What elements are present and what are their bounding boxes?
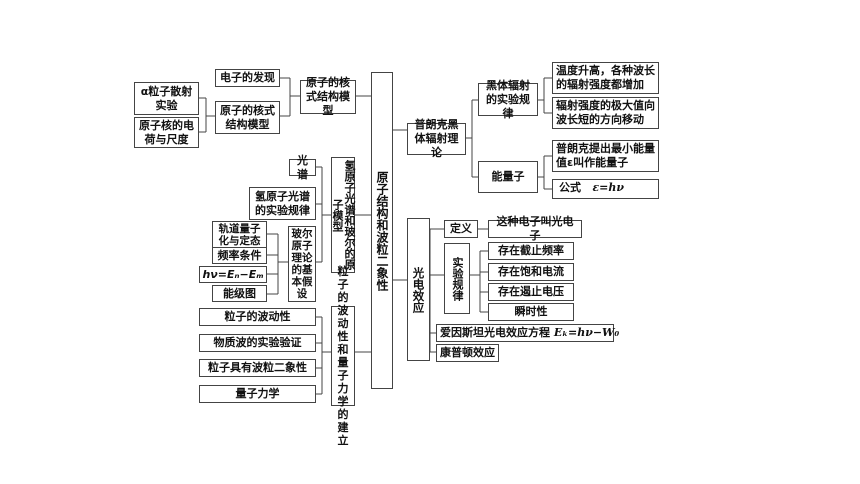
node-einstein-equation: 爱因斯坦光电效应方程 Eₖ=hν−W₀	[436, 324, 619, 342]
node-nuclear-model: 原子的核式结构模型	[215, 101, 280, 134]
node-orbit-quantization: 轨道量子化与定态	[212, 221, 267, 248]
node-duality: 粒子具有波粒二象性	[199, 359, 316, 377]
node-bohr-formula: hν=Eₙ−Eₘ	[199, 266, 267, 283]
node-frequency-condition: 频率条件	[212, 247, 267, 264]
node-saturation-current: 存在饱和电流	[488, 263, 574, 281]
node-instant: 瞬时性	[488, 303, 574, 321]
node-alpha-scattering: α粒子散射实验	[134, 82, 199, 115]
node-atom-structure: 原子的核式结构模型	[300, 76, 356, 117]
node-photoelectron: 这种电子叫光电子	[488, 215, 582, 242]
node-cutoff-freq: 存在截止频率	[488, 242, 574, 260]
node-planck-theory: 普朗克黑体辐射理论	[407, 118, 466, 159]
node-quantum: 能量子	[478, 161, 538, 193]
node-wave-particle-group: 粒子的波动性和量子力学的建立	[331, 265, 355, 447]
node-quantum-mechanics: 量子力学	[199, 385, 316, 403]
node-planck-proposal: 普朗克提出最小能量值ε叫作能量子	[552, 140, 659, 172]
center-title: 原子结构和波粒二象性	[371, 72, 393, 389]
node-compton: 康普顿效应	[436, 344, 499, 362]
node-bohr-hypothesis: 玻尔原子理论的基本假设	[288, 226, 316, 302]
node-formula: 公式 ε=hν	[552, 179, 659, 199]
node-temp-rise: 温度升高，各种波长的辐射强度都增加	[552, 62, 659, 94]
node-spectrum: 光谱	[289, 154, 316, 181]
node-photoelectric: 光电效应	[407, 218, 430, 361]
node-max-shift: 辐射强度的极大值向波长短的方向移动	[552, 97, 659, 129]
node-matter-wave: 物质波的实验验证	[199, 334, 316, 352]
node-nucleus-size: 原子核的电荷与尺度	[134, 117, 199, 148]
node-particle-wave: 粒子的波动性	[199, 308, 316, 326]
node-stopping-voltage: 存在遏止电压	[488, 283, 574, 301]
node-definition: 定义	[444, 220, 478, 238]
node-energy-level: 能级图	[212, 285, 267, 302]
node-hydrogen-group: 氢原子光谱和玻尔的原子模型	[331, 157, 356, 273]
node-electron-discovery: 电子的发现	[215, 69, 280, 87]
node-hydrogen-spectrum: 氢原子光谱的实验规律	[249, 187, 316, 220]
node-exp-rules: 实验规律	[444, 243, 470, 314]
node-blackbody-rules: 黑体辐射的实验规律	[478, 79, 538, 120]
